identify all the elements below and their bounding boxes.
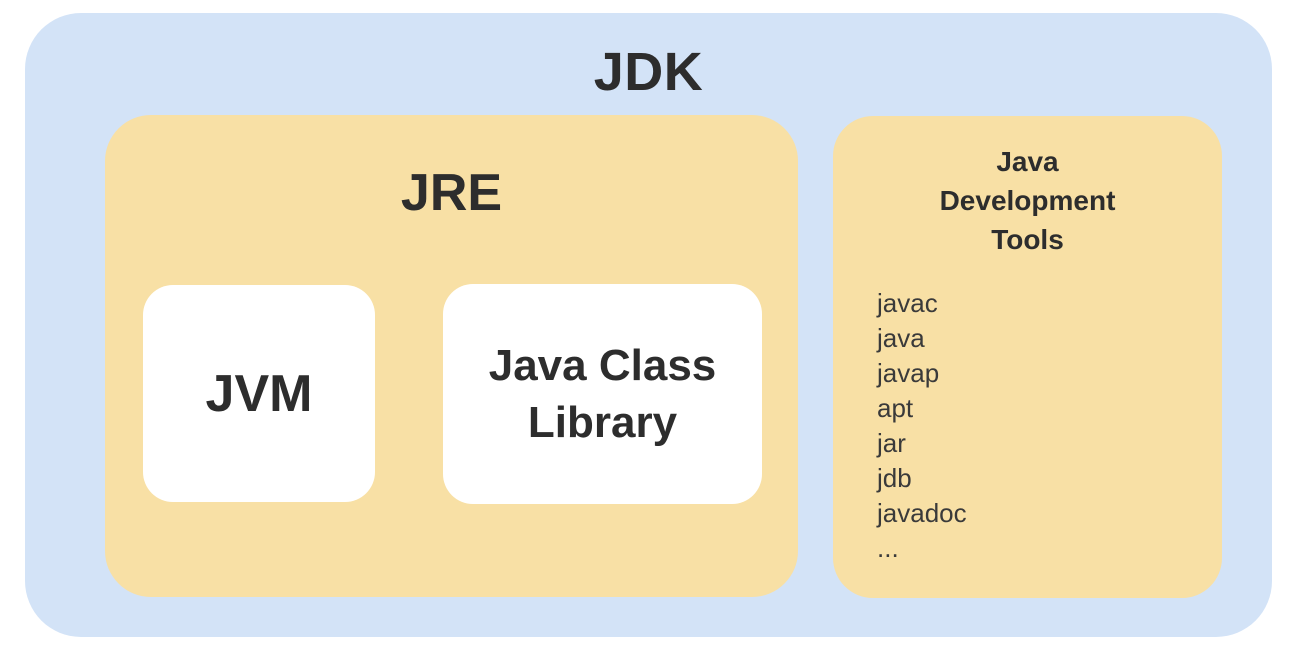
java-development-tools-container: Java Development Tools javac java javap …	[833, 116, 1222, 598]
tool-item-jar: jar	[877, 428, 906, 458]
jvm-label: JVM	[205, 364, 313, 423]
java-class-library-node: Java Class Library	[443, 284, 762, 504]
tool-item-javap: javap	[877, 358, 940, 388]
java-class-library-label: Java Class Library	[488, 340, 717, 447]
jre-title: JRE	[400, 164, 503, 222]
tool-item-ellipsis: ...	[877, 533, 899, 563]
jdk-container: JDK JRE JVM Java Class Library Java Deve…	[25, 13, 1272, 637]
tool-item-javac: javac	[877, 288, 938, 318]
tool-item-apt: apt	[877, 393, 914, 423]
jre-container: JRE JVM Java Class Library	[105, 115, 798, 597]
java-development-tools-title: Java Development Tools	[939, 146, 1116, 256]
tools-list: javac java javap apt jar jdb javadoc ...	[877, 286, 967, 566]
tool-item-jdb: jdb	[877, 463, 912, 493]
tool-item-java: java	[877, 323, 925, 353]
tool-item-javadoc: javadoc	[877, 498, 967, 528]
jdk-title: JDK	[593, 42, 704, 102]
jvm-node: JVM	[143, 285, 375, 502]
